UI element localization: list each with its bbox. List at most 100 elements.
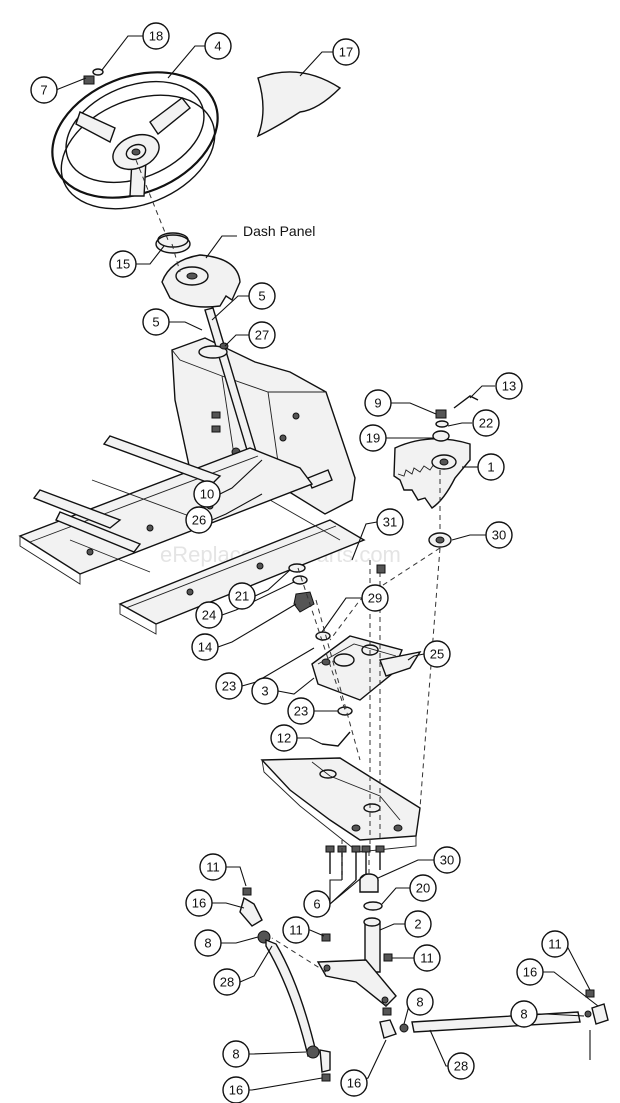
washer-24 (292, 575, 308, 585)
svg-text:28: 28 (220, 975, 234, 990)
washer-18 (92, 68, 104, 76)
svg-text:8: 8 (204, 936, 211, 951)
svg-text:14: 14 (198, 640, 212, 655)
pinion-gear-14 (293, 591, 315, 613)
nut-11-center-left (321, 933, 331, 942)
sector-gear-1 (393, 438, 471, 509)
tie-rod-right (379, 989, 609, 1039)
svg-text:2: 2 (414, 917, 421, 932)
callout-29: 29 (361, 584, 389, 612)
callout-22: 22 (472, 409, 500, 437)
callout-6: 6 (303, 890, 331, 918)
svg-text:16: 16 (229, 1083, 243, 1098)
svg-text:26: 26 (192, 513, 206, 528)
callout-13: 13 (495, 372, 523, 400)
svg-text:18: 18 (149, 29, 163, 44)
svg-text:13: 13 (502, 379, 516, 394)
svg-text:16: 16 (192, 896, 206, 911)
callout-16-center-bottom: 16 (340, 1069, 368, 1097)
callout-7: 7 (30, 76, 58, 104)
svg-text:4: 4 (214, 39, 221, 54)
svg-text:16: 16 (523, 965, 537, 980)
lower-plate (260, 757, 421, 853)
washer-22 (435, 420, 449, 428)
svg-text:21: 21 (235, 589, 249, 604)
svg-text:12: 12 (277, 731, 291, 746)
callout-18: 18 (142, 22, 170, 50)
callout-16-right-top: 16 (516, 958, 544, 986)
dash-panel (161, 254, 241, 308)
svg-text:25: 25 (430, 647, 444, 662)
svg-text:11: 11 (420, 951, 434, 966)
callout-31: 31 (376, 508, 404, 536)
steering-wheel (51, 71, 219, 210)
callout-5-upper: 5 (248, 282, 276, 310)
callout-30-upper: 30 (485, 521, 513, 549)
svg-text:30: 30 (440, 853, 454, 868)
svg-text:15: 15 (116, 257, 130, 272)
svg-text:19: 19 (366, 431, 380, 446)
callout-2: 2 (404, 910, 432, 938)
callout-14: 14 (191, 633, 219, 661)
svg-text:5: 5 (152, 315, 159, 330)
nut-7 (83, 75, 95, 85)
svg-text:3: 3 (261, 684, 268, 699)
svg-text:27: 27 (255, 328, 269, 343)
callout-1: 1 (477, 453, 505, 481)
callout-8-right: 8 (510, 1000, 538, 1028)
svg-text:24: 24 (202, 608, 216, 623)
callout-25: 25 (423, 640, 451, 668)
steering-arm-2 (316, 917, 397, 1007)
callout-4: 4 (204, 32, 232, 60)
callout-11-center-right: 11 (413, 944, 441, 972)
callout-11-center-left: 11 (282, 916, 310, 944)
svg-text:23: 23 (222, 679, 236, 694)
callout-16-left-top: 16 (185, 889, 213, 917)
svg-text:8: 8 (232, 1047, 239, 1062)
key-13 (453, 395, 479, 409)
washer-23-upper (315, 631, 331, 641)
callout-10: 10 (193, 480, 221, 508)
svg-text:23: 23 (294, 704, 308, 719)
nut-11-center-right (383, 953, 393, 962)
callout-11-left-top: 11 (199, 853, 227, 881)
callout-19: 19 (359, 424, 387, 452)
svg-text:28: 28 (454, 1059, 468, 1074)
callout-3: 3 (251, 677, 279, 705)
svg-text:29: 29 (368, 591, 382, 606)
svg-text:1: 1 (487, 460, 494, 475)
callout-27: 27 (248, 321, 276, 349)
bushing-19 (432, 430, 450, 442)
callout-17: 17 (332, 38, 360, 66)
washer-21 (288, 563, 306, 573)
callout-9: 9 (364, 389, 392, 417)
svg-text:9: 9 (374, 396, 381, 411)
washer-20 (363, 901, 383, 911)
callout-26: 26 (185, 506, 213, 534)
svg-text:11: 11 (548, 937, 562, 952)
bracket-25 (379, 650, 422, 677)
callout-8-left-bottom: 8 (222, 1040, 250, 1068)
callout-24: 24 (195, 601, 223, 629)
svg-text:20: 20 (416, 881, 430, 896)
svg-text:6: 6 (313, 897, 320, 912)
svg-text:5: 5 (258, 289, 265, 304)
svg-text:8: 8 (520, 1007, 527, 1022)
svg-text:16: 16 (347, 1076, 361, 1091)
callout-5-left: 5 (142, 308, 170, 336)
callout-8-left-top: 8 (194, 929, 222, 957)
callout-28-left: 28 (213, 968, 241, 996)
washer-23-lower (337, 706, 353, 716)
callout-16-left-bottom: 16 (222, 1076, 250, 1103)
bushing-30-lower (359, 873, 379, 893)
callout-23-lower: 23 (287, 697, 315, 725)
svg-text:8: 8 (416, 995, 423, 1010)
callout-30-lower: 30 (433, 846, 461, 874)
nut-9 (435, 409, 447, 419)
svg-text:31: 31 (383, 515, 397, 530)
callout-8-center: 8 (406, 988, 434, 1016)
cap-15 (155, 232, 191, 254)
svg-text:7: 7 (40, 83, 47, 98)
rod-12 (321, 731, 351, 747)
